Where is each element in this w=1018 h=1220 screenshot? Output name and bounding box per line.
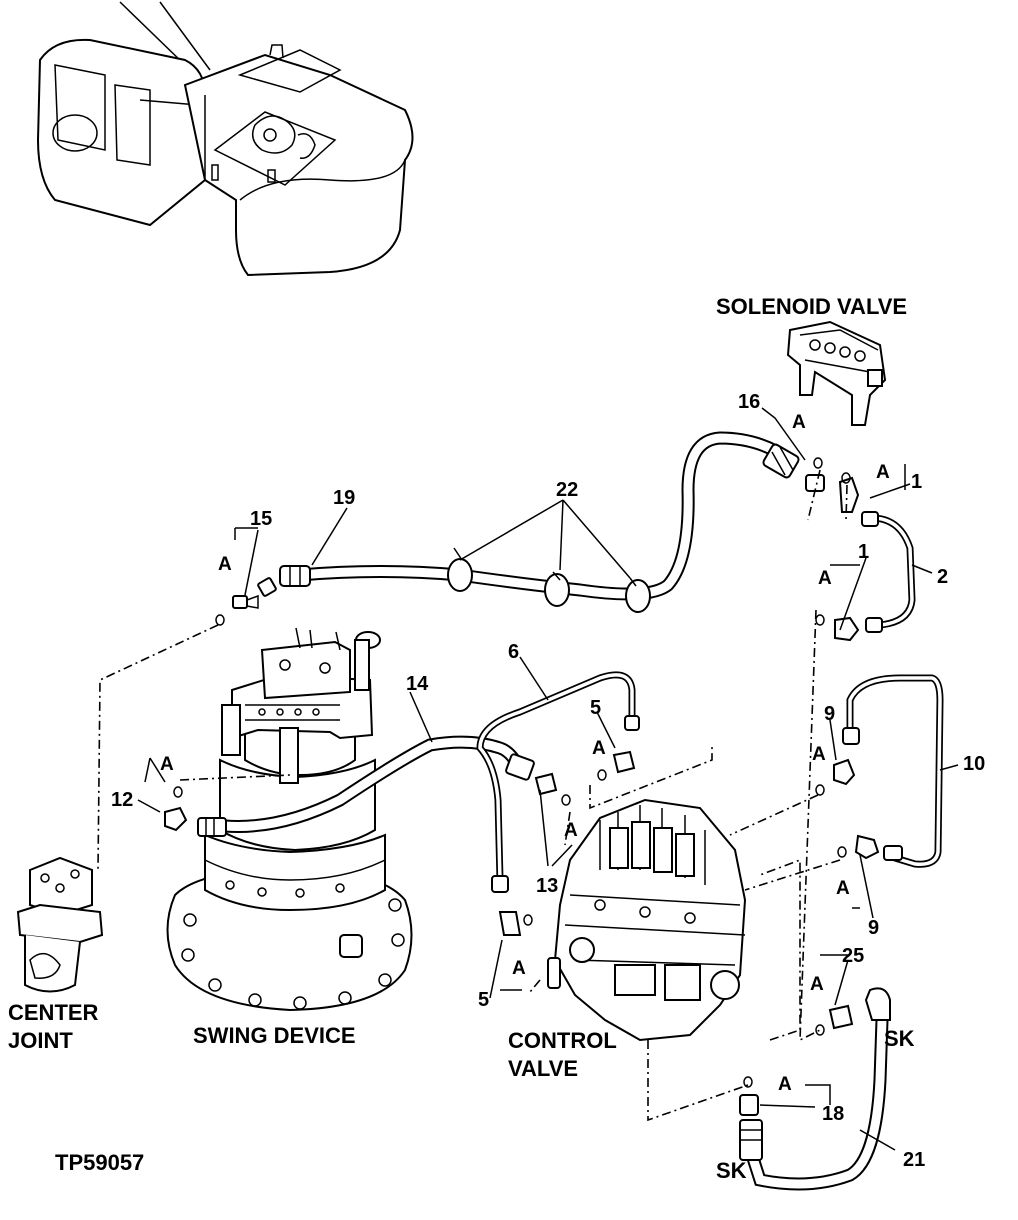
connection-leader-lines	[97, 469, 848, 1122]
hose-19	[279, 431, 800, 613]
callout-9: 9	[868, 917, 879, 939]
callout-19: 19	[333, 487, 355, 509]
detail-marker-a: A	[512, 958, 526, 979]
callout-21: 21	[903, 1149, 925, 1171]
control-valve-label-line1: CONTROL	[508, 1028, 617, 1053]
callout-15: 15	[250, 508, 272, 530]
figure-id: TP59057	[55, 1150, 144, 1175]
callout-25: 25	[842, 945, 864, 967]
detail-marker-a: A	[812, 744, 826, 765]
fittings-5-13	[498, 750, 636, 936]
callout-9: 9	[824, 703, 835, 725]
detail-marker-a: A	[564, 820, 578, 841]
swing-device-label: SWING DEVICE	[193, 1023, 356, 1048]
detail-marker-a: A	[218, 554, 232, 575]
center-joint-label-line2: JOINT	[8, 1028, 73, 1053]
detail-marker-a: A	[778, 1074, 792, 1095]
hose-14	[197, 735, 535, 837]
callout-5: 5	[590, 697, 601, 719]
control-valve-label-line2: VALVE	[508, 1056, 578, 1081]
control-valve	[547, 798, 747, 1042]
callout-10: 10	[963, 753, 985, 775]
callout-18: 18	[822, 1103, 844, 1125]
solenoid-valve-label: SOLENOID VALVE	[716, 294, 907, 319]
detail-marker-a: A	[836, 878, 850, 899]
solenoid-valve	[786, 320, 887, 426]
tube-10	[815, 674, 944, 868]
callout-14: 14	[406, 673, 429, 695]
fitting-12	[164, 786, 188, 832]
connector-marker-sk: SK	[716, 1158, 747, 1183]
hose-21	[739, 987, 891, 1191]
callout-16: 16	[738, 391, 760, 413]
callout-12: 12	[111, 789, 133, 811]
fitting-15	[215, 577, 277, 626]
tube-2	[815, 472, 916, 642]
detail-marker-a: A	[160, 754, 174, 775]
callout-1: 1	[911, 471, 922, 493]
excavator-overview-illustration	[36, 1, 414, 277]
swing-device	[166, 627, 413, 1012]
callout-13: 13	[536, 875, 558, 897]
callout-leaders	[137, 407, 959, 1151]
detail-marker-a: A	[818, 568, 832, 589]
tube-6	[476, 671, 640, 893]
callout-1: 1	[858, 541, 869, 563]
fitting-16	[805, 457, 825, 492]
detail-marker-a: A	[810, 974, 824, 995]
detail-marker-a: A	[876, 462, 890, 483]
detail-marker-a: A	[792, 412, 806, 433]
callout-5: 5	[478, 989, 489, 1011]
callout-22: 22	[556, 479, 578, 501]
detail-marker-a: A	[592, 738, 606, 759]
center-joint-label-line1: CENTER	[8, 1000, 99, 1025]
callout-2: 2	[937, 566, 948, 588]
connector-marker-sk: SK	[884, 1026, 915, 1051]
callout-6: 6	[508, 641, 519, 663]
center-joint	[16, 856, 104, 993]
